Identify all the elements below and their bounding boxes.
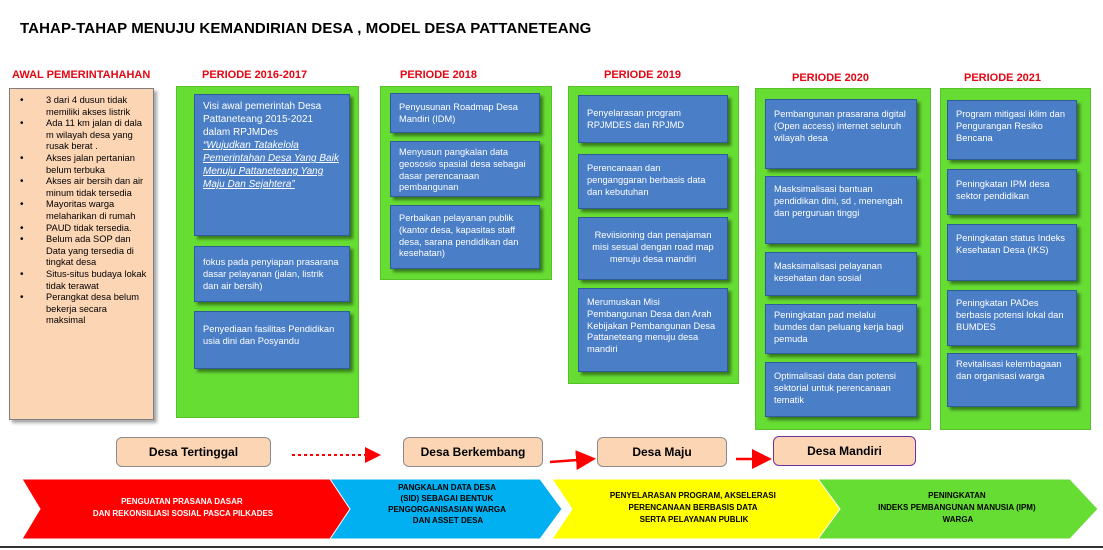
chevron-2-text: PANGKALAN DATA DESA (SID) SEBAGAI BENTUK… bbox=[388, 483, 508, 525]
period-2020-box-1: Pembangunan prasarana digital (Open acce… bbox=[765, 99, 917, 169]
awal-item: 3 dari 4 dusun tidak memiliki akses list… bbox=[16, 95, 147, 118]
period-2021-header: PERIODE 2021 bbox=[964, 72, 1042, 84]
stage-desa-tertinggal: Desa Tertinggal bbox=[116, 437, 271, 467]
awal-item: Akses air bersih dan air minum tidak ter… bbox=[16, 176, 147, 199]
awal-item: Akses jalan pertanian belum terbuka bbox=[16, 153, 147, 176]
bottom-divider bbox=[0, 546, 1103, 548]
period-2019-header: PERIODE 2019 bbox=[604, 69, 682, 81]
visi-quote: “Wujudkan Tatakelola Pemerintahan Desa Y… bbox=[203, 140, 339, 190]
stage-desa-mandiri: Desa Mandiri bbox=[773, 436, 916, 466]
period-2020-box-4: Peningkatan pad melalui bumdes dan pelua… bbox=[765, 304, 917, 354]
awal-panel: 3 dari 4 dusun tidak memiliki akses list… bbox=[9, 88, 154, 420]
stage-desa-berkembang: Desa Berkembang bbox=[403, 437, 543, 467]
period-2016-2017-box-3: Penyediaan fasilitas Pendidikan usia din… bbox=[194, 311, 350, 369]
arrow-berkembang-maju bbox=[549, 450, 596, 471]
stage-desa-maju: Desa Maju bbox=[597, 437, 727, 467]
period-2021-box-1: Program mitigasi iklim dan Pengurangan R… bbox=[947, 100, 1077, 160]
visi-text: Visi awal pemerintah Desa Pattaneteang 2… bbox=[203, 101, 322, 138]
awal-list: 3 dari 4 dusun tidak memiliki akses list… bbox=[16, 95, 147, 327]
period-2021-box-3: Peningkatan status Indeks Kesehatan Desa… bbox=[947, 224, 1077, 281]
period-2020-box-5: Optimalisasi data dan potensi sektorial … bbox=[765, 362, 917, 417]
period-2018-box-2: Menyusun pangkalan data geososio spasial… bbox=[390, 141, 540, 197]
period-2019-box-2: Perencanaan dan penganggaran berbasis da… bbox=[578, 154, 728, 209]
awal-header: AWAL PEMERINTAHAHAN bbox=[12, 69, 151, 81]
period-2020-header: PERIODE 2020 bbox=[792, 72, 870, 84]
chevron-4-text: PENINGKATAN INDEKS PEMBANGUNAN MANUSIA (… bbox=[878, 491, 1038, 524]
awal-item: Ada 11 km jalan di dala m wilayah desa y… bbox=[16, 118, 147, 153]
period-2016-2017-box-1: Visi awal pemerintah Desa Pattaneteang 2… bbox=[194, 94, 350, 236]
period-2020-box-2: Masksimalisasi bantuan pendidikan dini, … bbox=[765, 176, 917, 244]
period-2018-header: PERIODE 2018 bbox=[400, 69, 478, 81]
period-2019-box-1: Penyelarasan program RPJMDES dan RPJMD bbox=[578, 95, 728, 143]
chevron-1-text: PENGUATAN PRASANA DASAR DAN REKONSILIASI… bbox=[93, 497, 274, 518]
chevron-4 bbox=[817, 478, 1099, 540]
period-2016-2017-header: PERIODE 2016-2017 bbox=[202, 69, 308, 81]
page-title: TAHAP-TAHAP MENUJU KEMANDIRIAN DESA , MO… bbox=[20, 20, 592, 37]
period-2020-box-3: Masksimalisasi pelayanan kesehatan dan s… bbox=[765, 252, 917, 296]
period-2018-box-1: Penyusunan Roadmap Desa Mandiri (IDM) bbox=[390, 93, 540, 133]
awal-item: PAUD tidak tersedia. bbox=[16, 223, 147, 235]
awal-item: Situs-situs budaya lokak tidak terawat bbox=[16, 269, 147, 292]
period-2021-box-4: Peningkatan PADes berbasis potensi lokal… bbox=[947, 290, 1077, 346]
period-2019-box-4: Merumuskan Misi Pembangunan Desa dan Ara… bbox=[578, 288, 728, 372]
awal-item: Belum ada SOP dan Data yang tersedia di … bbox=[16, 234, 147, 269]
awal-item: Mayoritas warga melaharikan di rumah bbox=[16, 199, 147, 222]
period-2021-box-5: Revitalisasi kelembagaan dan organisasi … bbox=[947, 353, 1077, 407]
chevron-2 bbox=[329, 478, 563, 540]
awal-item: Perangkat desa belum bekerja secara maks… bbox=[16, 292, 147, 327]
period-2021-box-2: Peningkatan IPM desa sektor pendidikan bbox=[947, 169, 1077, 215]
chevron-bar: PENGUATAN PRASANA DASAR DAN REKONSILIASI… bbox=[21, 478, 1099, 540]
period-2016-2017-box-2: fokus pada penyiapan prasarana dasar pel… bbox=[194, 246, 350, 302]
period-2018-box-3: Perbaikan pelayanan publik (kantor desa,… bbox=[390, 205, 540, 269]
chevron-3-text: PENYELARASAN PROGRAM, AKSELERASI PERENCA… bbox=[610, 491, 778, 524]
period-2019-box-3: Reviisioning dan penajaman misi sesual d… bbox=[578, 217, 728, 280]
